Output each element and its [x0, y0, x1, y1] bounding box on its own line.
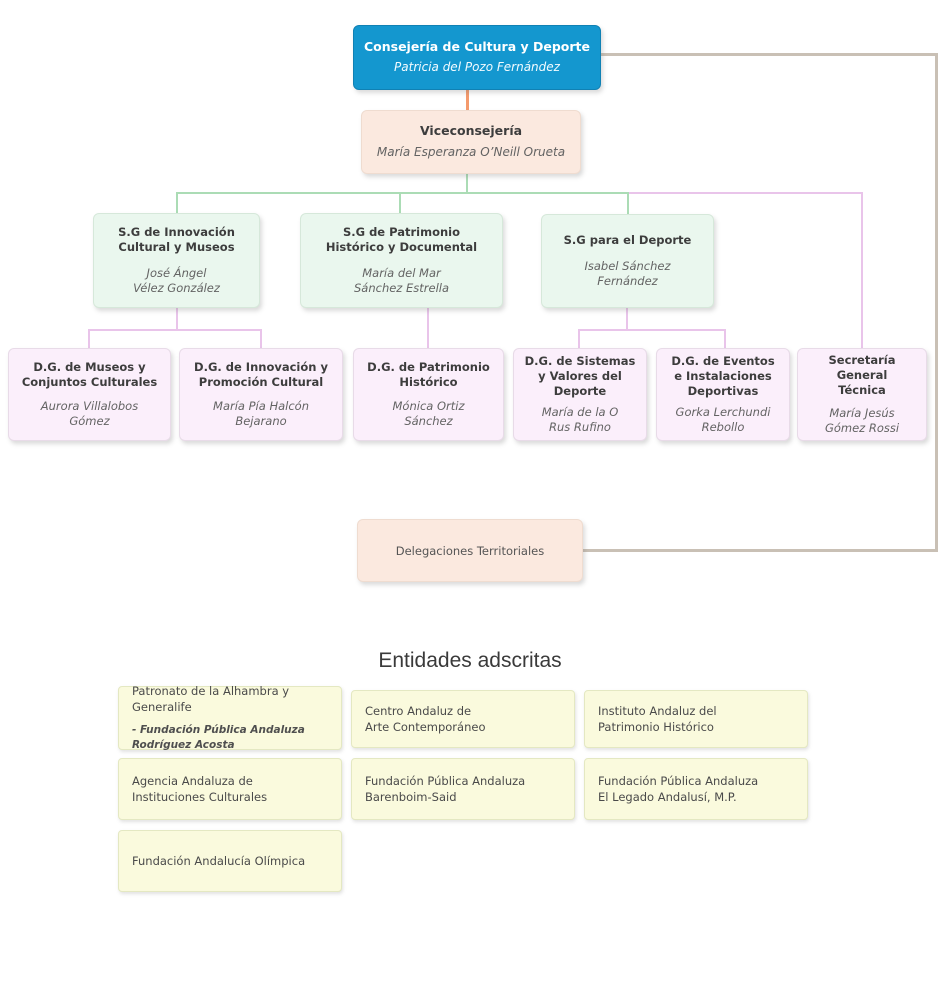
org-node-delegaciones-territoriales: Delegaciones Territoriales [357, 519, 583, 582]
org-node-person: Isabel Sánchez Fernández [584, 258, 671, 289]
connector-sg1-rail [88, 329, 262, 331]
org-node-title: D.G. de Patrimonio Histórico [367, 360, 490, 390]
org-node-person: María de la O Rus Rufino [541, 404, 619, 434]
connector-drop-dg4 [578, 329, 580, 348]
connector-consejeria-vice [466, 90, 469, 111]
entity-card-barenboim-said: Fundación Pública Andaluza Barenboim-Sai… [351, 758, 575, 820]
connector-drop-sgt [861, 192, 863, 348]
connector-vice-stem [466, 174, 468, 193]
org-node-title: D.G. de Sistemas y Valores del Deporte [524, 354, 636, 399]
org-node-title: Consejería de Cultura y Deporte [363, 38, 591, 54]
entity-card-agencia-instituciones: Agencia Andaluza de Instituciones Cultur… [118, 758, 342, 820]
org-node-person: José Ángel Vélez González [133, 266, 220, 296]
org-node-dg-innovacion-promocion: D.G. de Innovación y Promoción Cultural … [179, 348, 343, 441]
connector-drop-sg1 [176, 192, 178, 213]
org-node-title: D.G. de Innovación y Promoción Cultural [194, 360, 328, 390]
entity-card-patronato-alhambra: Patronato de la Alhambra y Generalife - … [118, 684, 342, 752]
entity-card-centro-andaluz-arte: Centro Andaluz de Arte Contemporáneo [351, 690, 575, 748]
entity-subtitle: - Fundación Pública Andaluza Rodríguez A… [132, 724, 305, 752]
org-node-title: Secretaría General Técnica [828, 352, 896, 397]
entities-heading: Entidades adscritas [378, 649, 562, 672]
connector-drop-dg5 [724, 329, 726, 348]
org-node-dg-eventos-instalaciones: D.G. de Eventos e Instalaciones Deportiv… [656, 348, 790, 441]
entity-title: Instituto Andaluz del Patrimonio Históri… [598, 703, 717, 734]
entity-title: Fundación Pública Andaluza Barenboim-Sai… [365, 773, 526, 804]
entity-title: Fundación Pública Andaluza El Legado And… [598, 773, 759, 804]
entity-card-legado-andalusi: Fundación Pública Andaluza El Legado And… [584, 758, 808, 820]
connector-gray-bottom [583, 549, 938, 552]
connector-drop-sg3 [627, 192, 629, 214]
connector-sg3-stem [626, 308, 628, 331]
org-node-dg-museos: D.G. de Museos y Conjuntos Culturales Au… [8, 348, 171, 441]
org-node-title: D.G. de Museos y Conjuntos Culturales [21, 360, 158, 390]
connector-drop-dg2 [260, 329, 262, 348]
org-node-person: Gorka Lerchundi Rebollo [675, 404, 771, 434]
connector-gray-right [935, 53, 938, 552]
connector-green-rail [176, 192, 629, 194]
org-node-person: María del Mar Sánchez Estrella [353, 266, 450, 296]
connector-drop-sg2 [399, 192, 401, 213]
org-node-person: María Esperanza O’Neill Orueta [376, 145, 566, 160]
connector-gray-top [601, 53, 938, 56]
org-node-sg-deporte: S.G para el Deporte Isabel Sánchez Ferná… [541, 214, 714, 308]
org-node-viceconsejeria: Viceconsejería María Esperanza O’Neill O… [361, 110, 581, 174]
org-node-title: Viceconsejería [419, 122, 523, 138]
org-node-sg-patrimonio-historico: S.G de Patrimonio Histórico y Documental… [300, 213, 503, 308]
org-node-person: María Jesús Gómez Rossi [824, 406, 900, 436]
entity-card-instituto-patrimonio: Instituto Andaluz del Patrimonio Históri… [584, 690, 808, 748]
entity-title: Fundación Andalucía Olímpica [132, 853, 306, 868]
org-node-title: Delegaciones Territoriales [395, 543, 545, 558]
connector-drop-dg1 [88, 329, 90, 348]
org-node-title: S.G de Innovación Cultural y Museos [118, 224, 235, 254]
org-node-secretaria-general-tecnica: Secretaría General Técnica María Jesús G… [797, 348, 927, 441]
org-node-consejeria: Consejería de Cultura y Deporte Patricia… [353, 25, 601, 90]
connector-sg3-rail [578, 329, 726, 331]
org-node-person: Patricia del Pozo Fernández [394, 60, 560, 75]
entity-title: Agencia Andaluza de Instituciones Cultur… [132, 773, 268, 804]
entity-title: Patronato de la Alhambra y Generalife [132, 684, 290, 715]
connector-sg1-stem [176, 308, 178, 331]
connector-drop-dg3 [427, 308, 429, 348]
org-node-sg-innovacion-cultural: S.G de Innovación Cultural y Museos José… [93, 213, 260, 308]
org-node-person: Aurora Villalobos Gómez [40, 398, 139, 428]
org-node-title: S.G de Patrimonio Histórico y Documental [325, 224, 478, 254]
connector-purple-rail-sgt [629, 192, 863, 194]
org-node-person: María Pía Halcón Bejarano [213, 398, 309, 428]
org-node-title: D.G. de Eventos e Instalaciones Deportiv… [671, 354, 775, 399]
org-node-person: Mónica Ortiz Sánchez [392, 398, 465, 428]
entity-title: Centro Andaluz de Arte Contemporáneo [365, 703, 486, 734]
org-node-dg-patrimonio: D.G. de Patrimonio Histórico Mónica Orti… [353, 348, 504, 441]
org-node-title: S.G para el Deporte [563, 232, 692, 247]
org-node-dg-sistemas-valores: D.G. de Sistemas y Valores del Deporte M… [513, 348, 647, 441]
entity-card-andalucia-olimpica: Fundación Andalucía Olímpica [118, 830, 342, 892]
